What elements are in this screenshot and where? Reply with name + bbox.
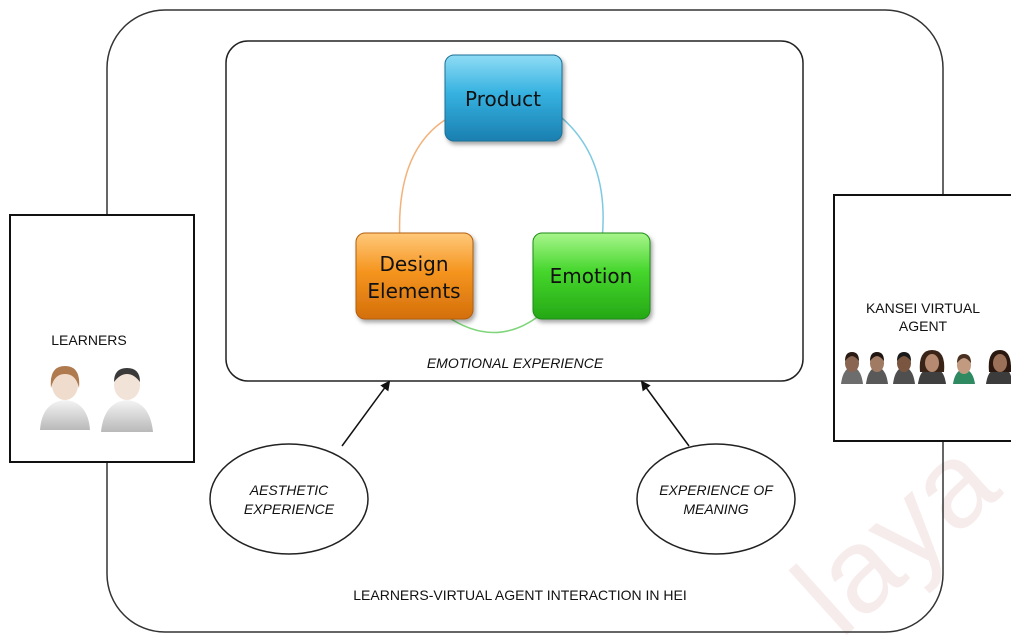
aesthetic-experience-line2: EXPERIENCE: [244, 501, 335, 517]
emotional-experience-caption: EMOTIONAL EXPERIENCE: [427, 355, 604, 371]
product-label: Product: [465, 87, 541, 111]
experience-of-meaning-ellipse: EXPERIENCE OF MEANING: [636, 443, 796, 555]
experience-of-meaning-line1: EXPERIENCE OF: [659, 482, 774, 498]
agent-face-icon: [893, 352, 915, 384]
watermark: laya: [769, 413, 1011, 641]
emotion-label: Emotion: [550, 264, 633, 288]
outer-caption: LEARNERS-VIRTUAL AGENT INTERACTION IN HE…: [353, 587, 686, 603]
product-node: Product: [444, 54, 563, 142]
female-learner-icon: [40, 366, 90, 430]
agent-face-icon: [841, 352, 863, 384]
agent-face-icon: [953, 354, 975, 384]
arc-design-product: [398, 117, 449, 243]
experience-of-meaning-line2: MEANING: [683, 501, 748, 517]
agent-face-icon: [866, 352, 888, 384]
arc-product-emotion: [561, 117, 604, 241]
design-elements-label-line1: Design: [379, 252, 448, 276]
male-learner-icon: [101, 368, 153, 432]
arc-design-emotion: [444, 314, 541, 334]
arrow-meaning-to-emotional: [640, 380, 690, 447]
design-elements-node: Design Elements: [355, 232, 474, 320]
arrow-aesthetic-to-emotional: [341, 380, 391, 447]
kansei-agent-label-line1: KANSEI VIRTUAL: [866, 300, 980, 316]
learners-box: LEARNERS: [9, 214, 195, 463]
aesthetic-experience-ellipse: AESTHETIC EXPERIENCE: [209, 443, 369, 555]
kansei-agent-label-line2: AGENT: [899, 318, 948, 334]
aesthetic-experience-line1: AESTHETIC: [249, 482, 329, 498]
design-elements-label-line2: Elements: [367, 279, 460, 303]
kansei-agent-box: KANSEI VIRTUAL AGENT: [833, 194, 1011, 442]
learners-label: LEARNERS: [51, 332, 126, 348]
agent-face-icon: [918, 350, 946, 384]
emotion-node: Emotion: [532, 232, 651, 320]
agent-face-icon: [986, 350, 1011, 384]
